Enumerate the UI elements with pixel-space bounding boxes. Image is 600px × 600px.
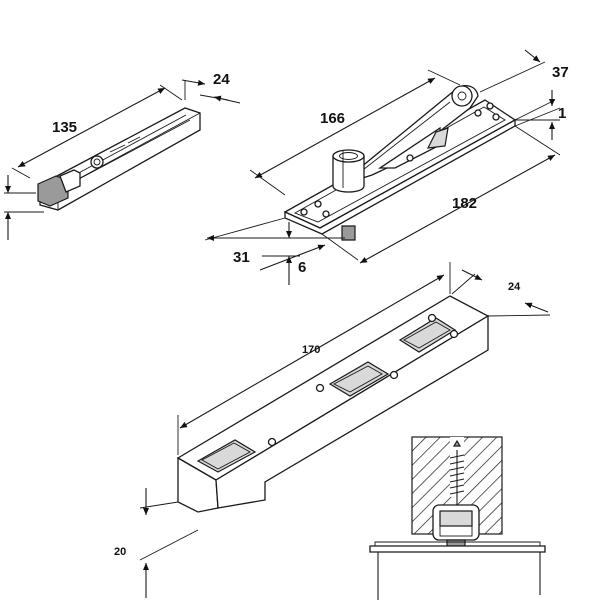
top-pivot-part — [283, 85, 517, 241]
bottom-pivot-dimensions: 135 24 — [4, 71, 241, 240]
dim-182: 182 — [452, 195, 477, 212]
dim-6: 6 — [298, 259, 306, 276]
floor-plate-dimensions: 170 24 20 — [114, 262, 551, 598]
dim-31: 31 — [233, 249, 250, 266]
dim-170: 170 — [302, 344, 320, 356]
dim-20: 20 — [114, 546, 126, 558]
dim-24-bottom-pivot: 24 — [213, 71, 230, 88]
dim-135: 135 — [52, 119, 77, 136]
dim-1: 1 — [558, 105, 566, 122]
installation-section-view — [369, 436, 546, 600]
dim-24-floor-plate: 24 — [508, 281, 521, 293]
top-pivot-dimensions: 166 37 1 182 31 6 — [204, 49, 569, 285]
dim-166: 166 — [320, 110, 345, 127]
dim-37: 37 — [552, 64, 569, 81]
